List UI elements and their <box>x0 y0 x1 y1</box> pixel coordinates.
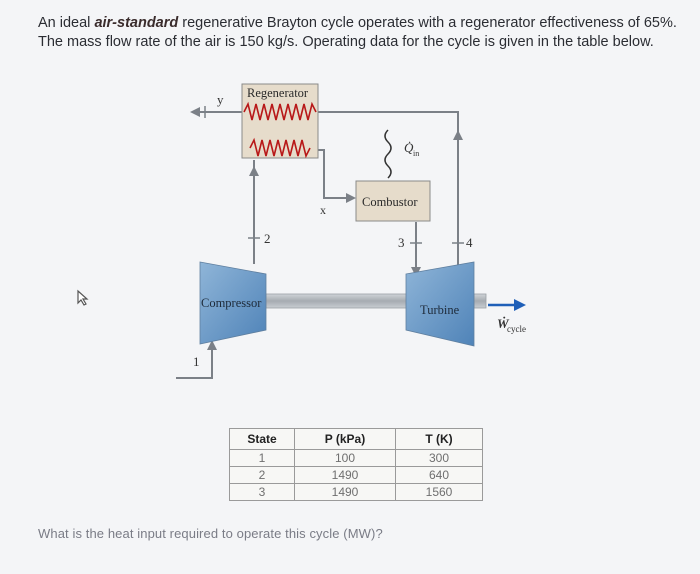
regenerator-coil-bottom <box>249 137 311 159</box>
state-y-label: y <box>217 92 224 107</box>
state-2-label: 2 <box>264 231 271 246</box>
turbine: Turbine <box>405 261 475 347</box>
arrow-x <box>346 193 356 203</box>
arrow-y <box>190 107 200 117</box>
state-x-label: x <box>320 203 326 217</box>
header-pressure: P (kPa) <box>294 428 396 450</box>
cell-pressure: 1490 <box>294 466 396 484</box>
state-4-label: 4 <box>466 235 473 250</box>
compressor: Compressor <box>199 261 267 345</box>
heat-input-symbol: Q̇ <box>404 140 414 155</box>
problem-text-emphasis: air-standard <box>94 15 179 31</box>
problem-text-part2: regenerative Brayton cycle operates with… <box>38 15 677 50</box>
table-row: 3 1490 1560 <box>229 483 483 501</box>
table-row: 2 1490 640 <box>229 466 483 484</box>
flow-arrows <box>190 107 463 350</box>
cell-state: 1 <box>229 449 295 467</box>
mouse-cursor-icon <box>77 289 89 306</box>
arrow-state-1 <box>207 340 217 350</box>
problem-text-part1: An ideal <box>38 15 95 31</box>
piping <box>176 111 459 379</box>
state-3-label: 3 <box>398 235 405 250</box>
cell-pressure: 1490 <box>294 483 396 501</box>
header-temperature: T (K) <box>395 428 483 450</box>
state-1-label: 1 <box>193 354 200 369</box>
state-data-table: State P (kPa) T (K) 1 100 300 2 1490 640… <box>229 428 483 501</box>
cell-temperature: 640 <box>395 466 483 484</box>
combustor-label: Combustor <box>362 195 418 209</box>
compressor-label: Compressor <box>201 296 262 310</box>
table-row: 1 100 300 <box>229 449 483 467</box>
turbine-label: Turbine <box>420 303 460 317</box>
table-header-row: State P (kPa) T (K) <box>229 428 483 450</box>
cell-pressure: 100 <box>294 449 396 467</box>
work-output-symbol: Ẇ <box>497 316 510 331</box>
arrow-state-2 <box>249 166 259 176</box>
regenerator: Regenerator <box>241 83 319 159</box>
cell-state: 2 <box>229 466 295 484</box>
work-output-arrow <box>488 299 526 311</box>
output-shaft <box>473 293 487 309</box>
regenerator-label: Regenerator <box>247 86 309 100</box>
shaft <box>265 293 409 309</box>
cell-temperature: 1560 <box>395 483 483 501</box>
cell-state: 3 <box>229 483 295 501</box>
combustor: Combustor <box>355 180 431 222</box>
state-ticks <box>199 106 464 379</box>
problem-statement: An ideal air-standard regenerative Brayt… <box>38 14 688 52</box>
arrow-state-4 <box>453 130 463 140</box>
heat-input-squiggle <box>384 129 392 179</box>
regenerator-coil-top <box>243 101 317 121</box>
heat-input-subscript: in <box>413 149 419 158</box>
work-output-subscript: cycle <box>507 324 526 334</box>
cell-temperature: 300 <box>395 449 483 467</box>
question-text: What is the heat input required to opera… <box>38 526 383 541</box>
header-state: State <box>229 428 295 450</box>
